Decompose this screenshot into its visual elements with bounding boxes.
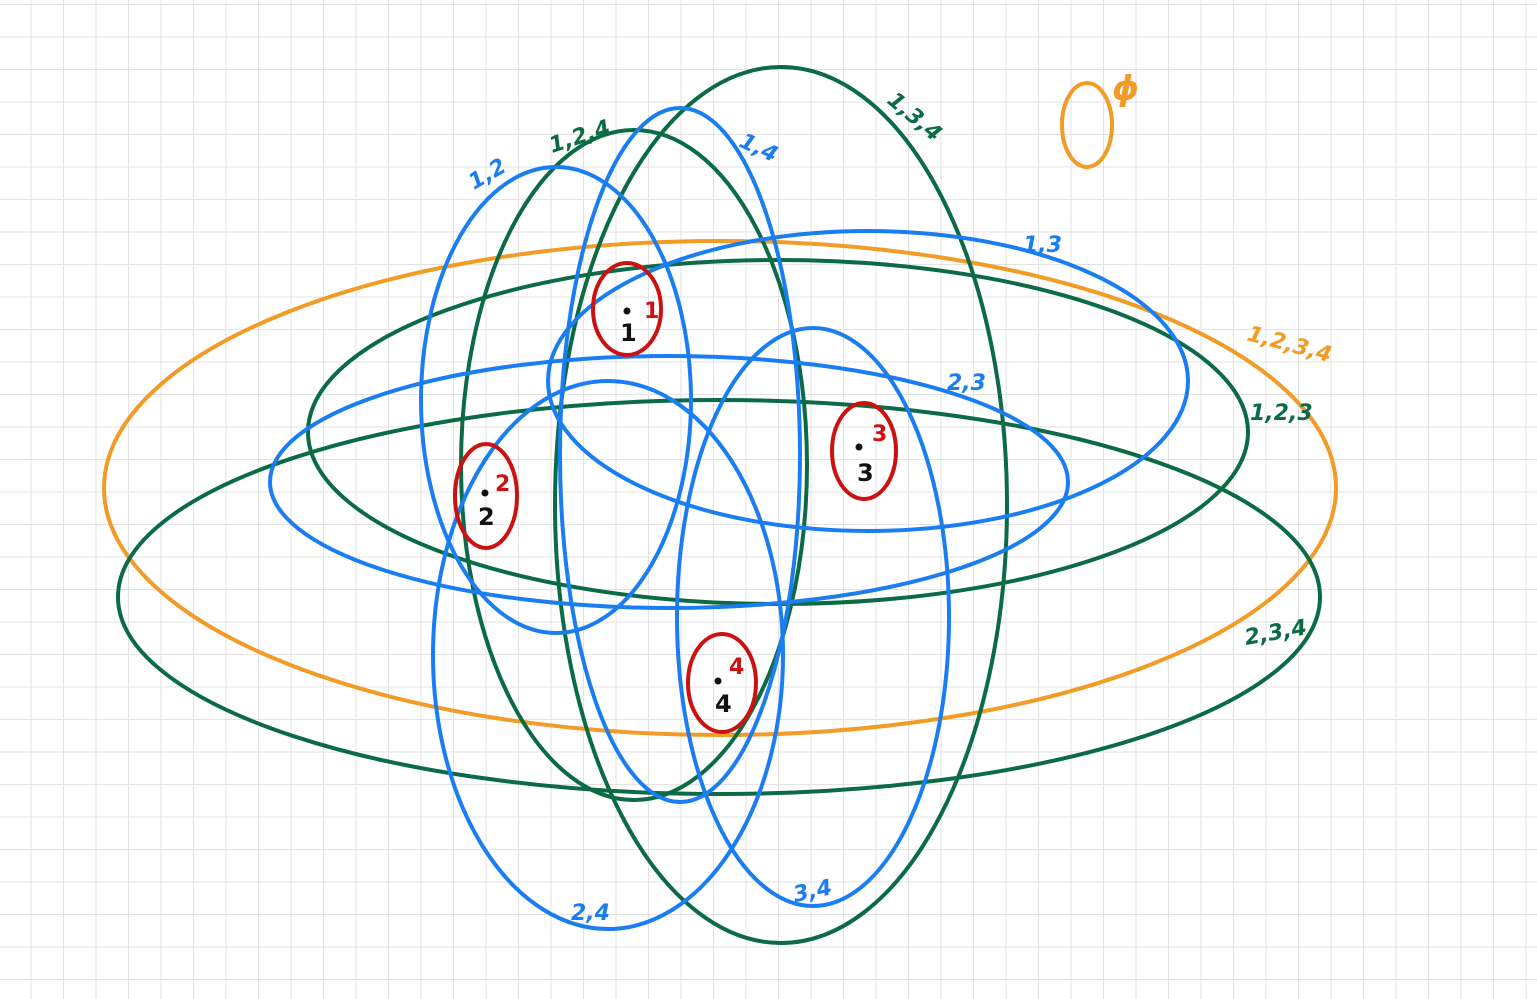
set-1234-ellipse [102,239,1338,737]
point-2-label: 2 [478,503,495,531]
set-13-label: 1,3 [1023,233,1062,258]
set-24-ellipse [431,379,785,931]
singleton-2-label: 2 [495,472,510,497]
point-4-dot [714,677,722,685]
set-123-ellipse [306,258,1250,606]
singleton-2-ellipse [453,442,519,550]
set-23-label: 2,3 [947,371,986,396]
set-234-label: 2,3,4 [1243,615,1309,650]
set-1234-label: 1,2,3,4 [1244,322,1334,368]
singleton-3-ellipse [830,401,898,501]
empty-set-ellipse [1060,81,1114,169]
set-14-ellipse [558,106,802,804]
set-12-label: 1,2 [465,154,511,195]
set-13-ellipse [546,229,1190,533]
set-234-ellipse [116,398,1322,796]
set-23-ellipse [268,354,1070,610]
point-4-label: 4 [715,690,732,718]
singleton-3-label: 3 [872,422,887,447]
point-2-dot [481,489,489,497]
singleton-4-ellipse [686,632,758,734]
point-1-dot [623,307,631,315]
point-1-label: 1 [620,319,637,347]
singleton-4-label: 4 [729,655,744,680]
set-123-label: 1,2,3 [1250,401,1313,426]
set-12-ellipse [419,165,693,635]
point-3-label: 3 [857,459,874,487]
set-34-ellipse [675,326,951,908]
point-3-dot [855,443,863,451]
set-134-ellipse [553,65,1009,945]
empty-set-label: ϕ [1112,69,1139,109]
set-134-label: 1,3,4 [882,87,946,146]
singleton-1-ellipse [591,261,663,357]
set-24-label: 2,4 [571,901,610,926]
set-124-label: 1,2,4 [546,116,613,159]
singleton-1-label: 1 [644,299,659,324]
